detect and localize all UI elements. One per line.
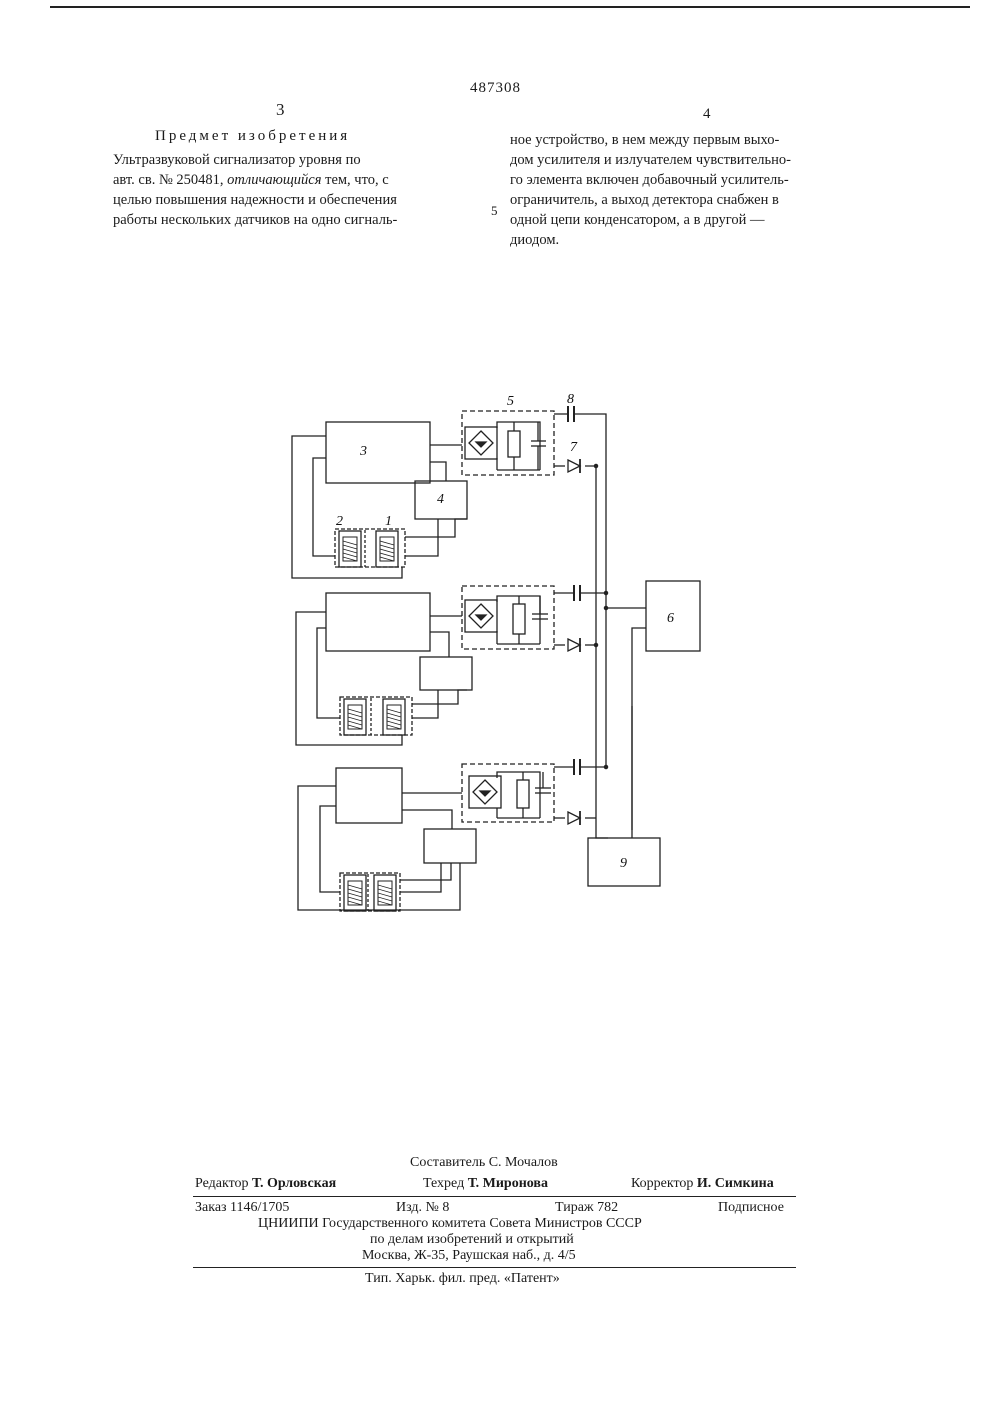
- amplifier-block: [326, 593, 430, 651]
- editor-name: Т. Орловская: [252, 1176, 336, 1191]
- techred: Техред Т. Миронова: [423, 1176, 548, 1192]
- org-line-3: Москва, Ж-35, Раушская наб., д. 4/5: [362, 1248, 576, 1264]
- techred-label: Техред: [423, 1176, 464, 1191]
- label-2: 2: [336, 514, 343, 529]
- label-1: 1: [385, 514, 392, 529]
- order-number: Заказ 1146/1705: [195, 1200, 289, 1216]
- limiter-block: [420, 657, 472, 690]
- editor-label: Редактор: [195, 1176, 249, 1191]
- amplifier-block: [326, 422, 430, 483]
- editor: Редактор Т. Орловская: [195, 1176, 336, 1192]
- print-run: Тираж 782: [555, 1200, 618, 1216]
- footer-rule-top: [193, 1196, 796, 1197]
- limiter-block: [424, 829, 476, 863]
- label-8: 8: [567, 392, 574, 407]
- compiler: Составитель С. Мочалов: [410, 1155, 558, 1171]
- corrector-label: Корректор: [631, 1176, 693, 1191]
- org-line-2: по делам изобретений и открытий: [370, 1232, 574, 1248]
- techred-name: Т. Миронова: [468, 1176, 548, 1191]
- org-line-1: ЦНИИПИ Государственного комитета Совета …: [258, 1216, 642, 1232]
- printer: Тип. Харьк. фил. пред. «Патент»: [365, 1271, 560, 1287]
- channel-2: [296, 585, 606, 745]
- corrector-name: И. Симкина: [697, 1176, 774, 1191]
- corrector: Корректор И. Симкина: [631, 1176, 774, 1192]
- amplifier-block: [336, 768, 402, 823]
- label-3: 3: [359, 444, 367, 459]
- subscription: Подписное: [718, 1200, 784, 1216]
- label-7: 7: [570, 440, 578, 455]
- footer-rule-bottom: [193, 1267, 796, 1268]
- label-6: 6: [667, 611, 674, 626]
- edition-number: Изд. № 8: [396, 1200, 449, 1216]
- label-4: 4: [437, 492, 444, 507]
- label-5: 5: [507, 394, 514, 409]
- label-9: 9: [620, 856, 627, 871]
